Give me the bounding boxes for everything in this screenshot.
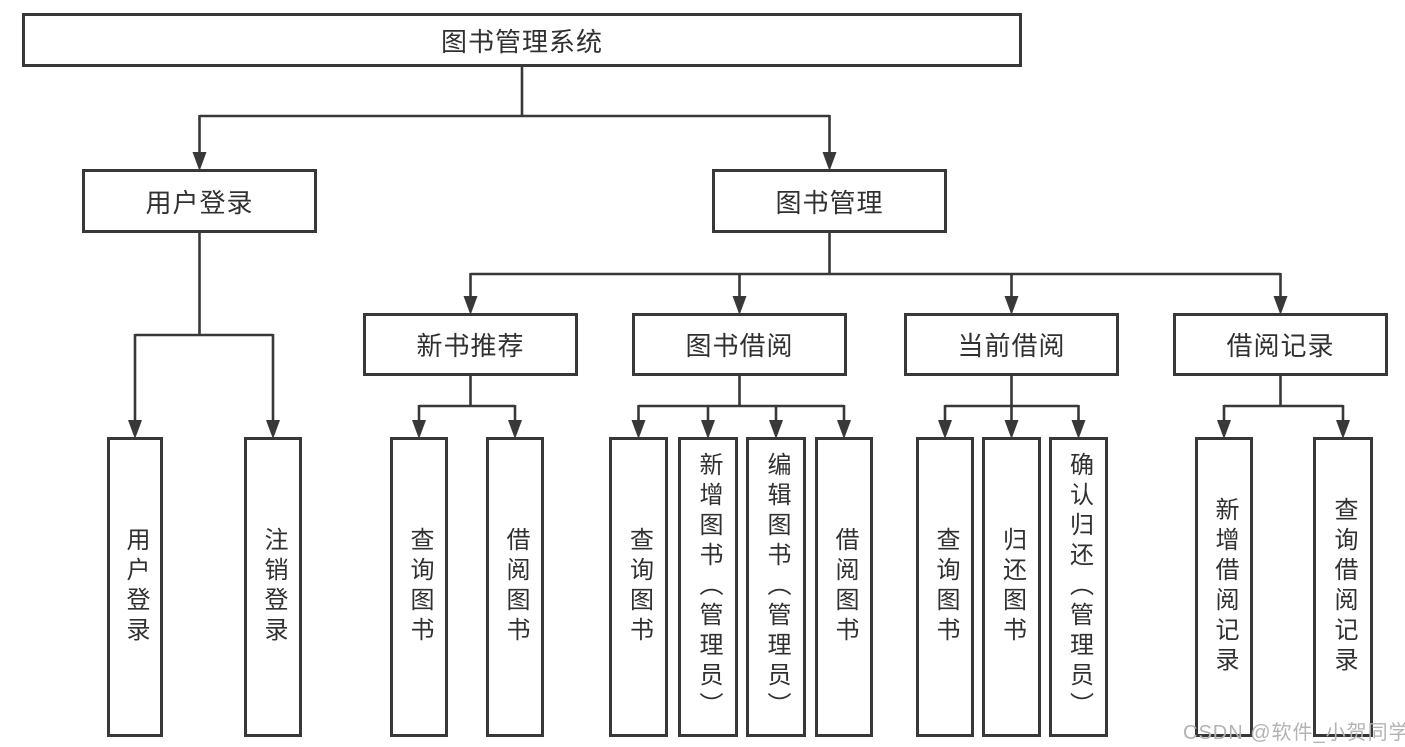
node-user-login: 用户登录 (82, 169, 317, 233)
label-bb-borrow-books: 借阅图书 (831, 527, 858, 647)
label-book-management: 图书管理 (775, 187, 884, 218)
watermark: CSDN @软件_小贺同学 (1183, 722, 1405, 744)
node-nbr-query-books: 查询图书 (390, 437, 448, 737)
branch-connector-root (192, 67, 837, 171)
node-book-borrowing: 图书借阅 (632, 313, 847, 376)
node-root: 图书管理系统 (22, 13, 1022, 67)
label-user-login: 用户登录 (145, 187, 254, 218)
label-cb-confirm-return: 确认归还（管理员） (1065, 452, 1093, 722)
label-cb-query-books: 查询图书 (932, 527, 959, 647)
label-borrow-records: 借阅记录 (1226, 331, 1335, 361)
label-root: 图书管理系统 (440, 26, 603, 57)
node-cb-return-books: 归还图书 (982, 437, 1041, 737)
node-bb-edit-books: 编辑图书（管理员） (746, 437, 806, 737)
branch-connector-new-book-recommend (412, 376, 522, 439)
branch-connector-book-management (463, 233, 1288, 315)
branch-connector-user-login (128, 233, 280, 439)
label-user-login-action: 用户登录 (122, 527, 149, 647)
branch-connector-borrow-records (1217, 376, 1350, 439)
label-br-query-record: 查询借阅记录 (1330, 497, 1357, 677)
node-bb-borrow-books: 借阅图书 (815, 437, 873, 737)
label-book-borrowing: 图书借阅 (685, 331, 794, 361)
branch-connector-current-borrowing (938, 376, 1086, 439)
node-nbr-borrow-books: 借阅图书 (486, 437, 544, 737)
node-br-add-record: 新增借阅记录 (1195, 437, 1253, 737)
node-book-management: 图书管理 (712, 169, 947, 233)
node-br-query-record: 查询借阅记录 (1313, 437, 1373, 737)
label-bb-edit-books: 编辑图书（管理员） (763, 452, 790, 722)
node-user-login-action: 用户登录 (107, 437, 163, 737)
label-bb-add-books: 新增图书（管理员） (695, 452, 722, 722)
label-nbr-borrow-books: 借阅图书 (502, 527, 529, 647)
label-current-borrowing: 当前借阅 (957, 331, 1066, 361)
node-new-book-recommend: 新书推荐 (363, 313, 578, 376)
label-bb-query-books: 查询图书 (625, 527, 653, 647)
label-new-book-recommend: 新书推荐 (416, 331, 525, 361)
branch-connector-book-borrowing (631, 376, 851, 439)
node-current-borrowing: 当前借阅 (904, 313, 1119, 376)
label-cb-return-books: 归还图书 (998, 527, 1026, 647)
label-nbr-query-books: 查询图书 (406, 527, 433, 647)
node-bb-query-books: 查询图书 (609, 437, 668, 737)
node-logout-action: 注销登录 (244, 437, 302, 737)
node-cb-query-books: 查询图书 (916, 437, 974, 737)
node-bb-add-books: 新增图书（管理员） (678, 437, 738, 737)
label-br-add-record: 新增借阅记录 (1211, 497, 1238, 677)
node-cb-confirm-return: 确认归还（管理员） (1049, 437, 1108, 737)
node-borrow-records: 借阅记录 (1173, 313, 1388, 376)
label-logout-action: 注销登录 (260, 527, 287, 647)
